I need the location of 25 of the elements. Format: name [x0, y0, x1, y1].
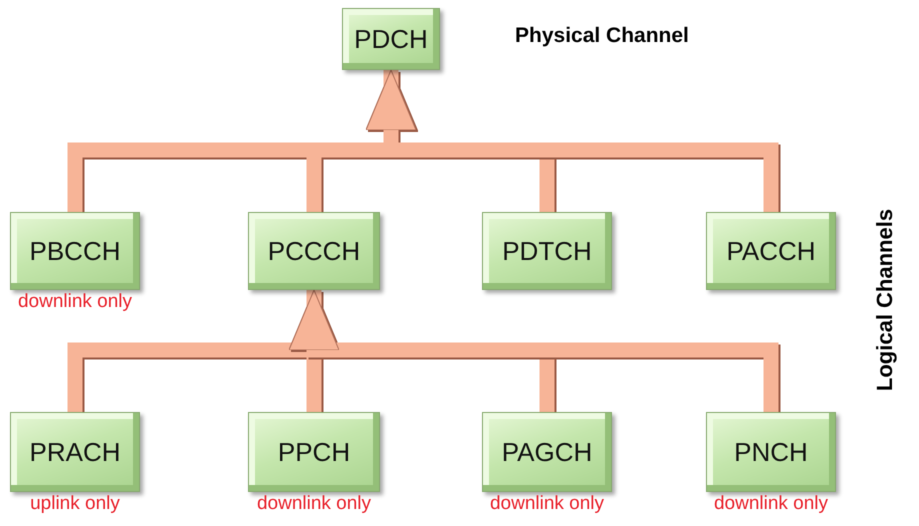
direction-note: downlink only — [18, 291, 132, 313]
vertical-heading: Logical Channels — [872, 208, 898, 392]
channel-name: PNCH — [734, 436, 808, 468]
channel-name: PACCH — [726, 236, 816, 266]
channel-box — [706, 212, 836, 290]
channel-name: PAGCH — [502, 436, 592, 468]
channel-name: PRACH — [29, 436, 120, 468]
direction-note: uplink only — [30, 493, 120, 515]
channel-box — [248, 412, 380, 492]
direction-note: downlink only — [256, 493, 372, 515]
direction-note: downlink only — [714, 493, 828, 515]
channel-box — [482, 212, 612, 290]
channel-box — [482, 412, 612, 492]
channel-box — [10, 412, 140, 492]
channel-box — [342, 8, 440, 70]
channel-name: PCCCH — [268, 236, 360, 266]
channel-box — [10, 212, 140, 290]
heading: Physical Channel — [515, 24, 689, 48]
channel-box — [706, 412, 836, 492]
channel-name: PBCCH — [29, 236, 120, 266]
channel-box — [248, 212, 380, 290]
channel-name: PPCH — [278, 436, 350, 468]
channel-name: PDTCH — [502, 236, 592, 266]
channel-name: PDCH — [354, 24, 428, 54]
direction-note: downlink only — [490, 493, 604, 515]
